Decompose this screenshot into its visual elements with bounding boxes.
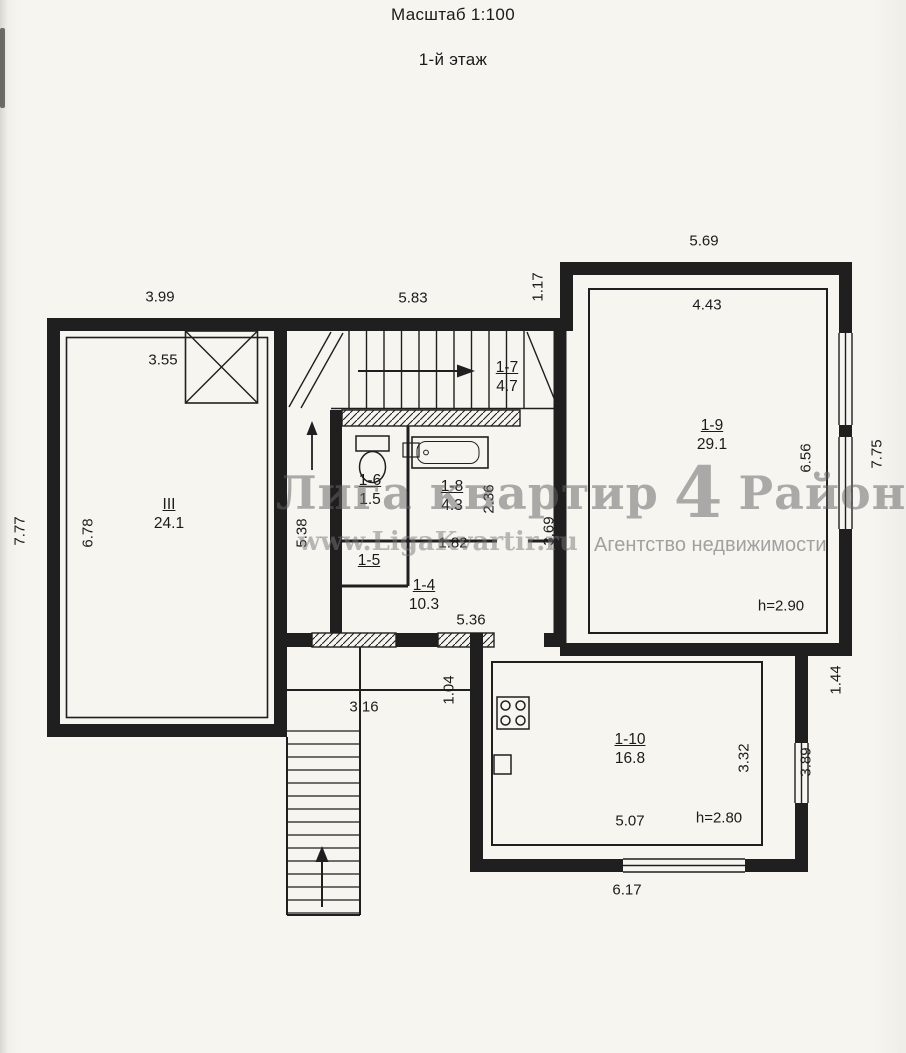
kitchen-sink-icon [493, 754, 512, 775]
room-area: 10.3 [408, 596, 440, 613]
room-id: 1-6 [358, 472, 382, 489]
room-id: 1-4 [412, 577, 436, 594]
toilet-icon [355, 435, 390, 484]
dimension-label: 5.07 [615, 812, 645, 830]
room-id: 1-5 [357, 552, 381, 569]
dimension-label: 2.36 [480, 484, 498, 514]
room-area: 1.5 [359, 491, 381, 508]
dimension-label: 5.83 [398, 289, 428, 307]
dimension-label: 5.69 [689, 232, 719, 250]
dimension-label: 6.17 [612, 881, 642, 899]
room-id: III [162, 496, 176, 513]
left-building-walls [47, 318, 287, 737]
dimension-label: 6.78 [79, 518, 97, 548]
dimension-label: 1.82 [438, 534, 468, 552]
room-id: 1-7 [495, 359, 519, 376]
bathtub-icon [411, 436, 489, 469]
room-label: 1-9 29.1 [697, 416, 727, 454]
room-area: 4.7 [496, 378, 518, 395]
dimension-label: 3.55 [148, 351, 178, 369]
room-id: 1-8 [440, 478, 464, 495]
dimension-label: 3.89 [797, 747, 815, 777]
dimension-label: 7.75 [868, 439, 886, 469]
room-area: 24.1 [153, 515, 185, 532]
floor-label: 1-й этаж [418, 50, 488, 69]
landing-hatched-wall [341, 409, 521, 427]
dimension-label: 3.32 [735, 743, 753, 773]
room-label: 1-5 [358, 551, 380, 570]
dimension-label: h=2.90 [757, 597, 805, 615]
dimension-label: 3.16 [349, 698, 379, 716]
room-id: 1-10 [614, 731, 646, 748]
dimension-label: 1.44 [827, 665, 845, 695]
dimension-label: 6.56 [797, 443, 815, 473]
room-area: 4.3 [441, 497, 463, 514]
dimension-label: 7.77 [11, 516, 29, 546]
scan-artifact [0, 28, 5, 108]
room-label: 1-10 16.8 [614, 730, 645, 768]
room-label: 1-4 10.3 [409, 576, 439, 614]
middle-bottom-wall [280, 632, 566, 691]
room-area: 16.8 [614, 750, 646, 767]
right-building-walls [560, 262, 853, 656]
scale-label: Масштаб 1:100 [391, 5, 515, 24]
lower-staircase [286, 647, 361, 916]
stove-icon [496, 696, 530, 730]
room-id: 1-9 [700, 417, 724, 434]
sink-icon [402, 442, 420, 458]
sanitary-block-walls [306, 331, 567, 643]
room-area: 29.1 [696, 436, 728, 453]
dimension-label: 1.04 [440, 675, 458, 705]
dimension-label: 5.36 [456, 611, 486, 629]
dimension-label: 3.69 [540, 516, 558, 546]
room-label: 1-7 4.7 [496, 358, 518, 396]
room-label: 1-8 4.3 [441, 477, 463, 515]
room-label: III 24.1 [154, 495, 184, 533]
dimension-label: 4.43 [692, 296, 722, 314]
upper-staircase [288, 331, 559, 410]
dimension-label: h=2.80 [695, 809, 743, 827]
kitchen-building-walls [470, 633, 809, 873]
room-label: 1-6 1.5 [359, 471, 381, 509]
dimension-label: 1.17 [529, 272, 547, 302]
dimension-label: 3.99 [145, 288, 175, 306]
dimension-label: 5.38 [293, 518, 311, 548]
